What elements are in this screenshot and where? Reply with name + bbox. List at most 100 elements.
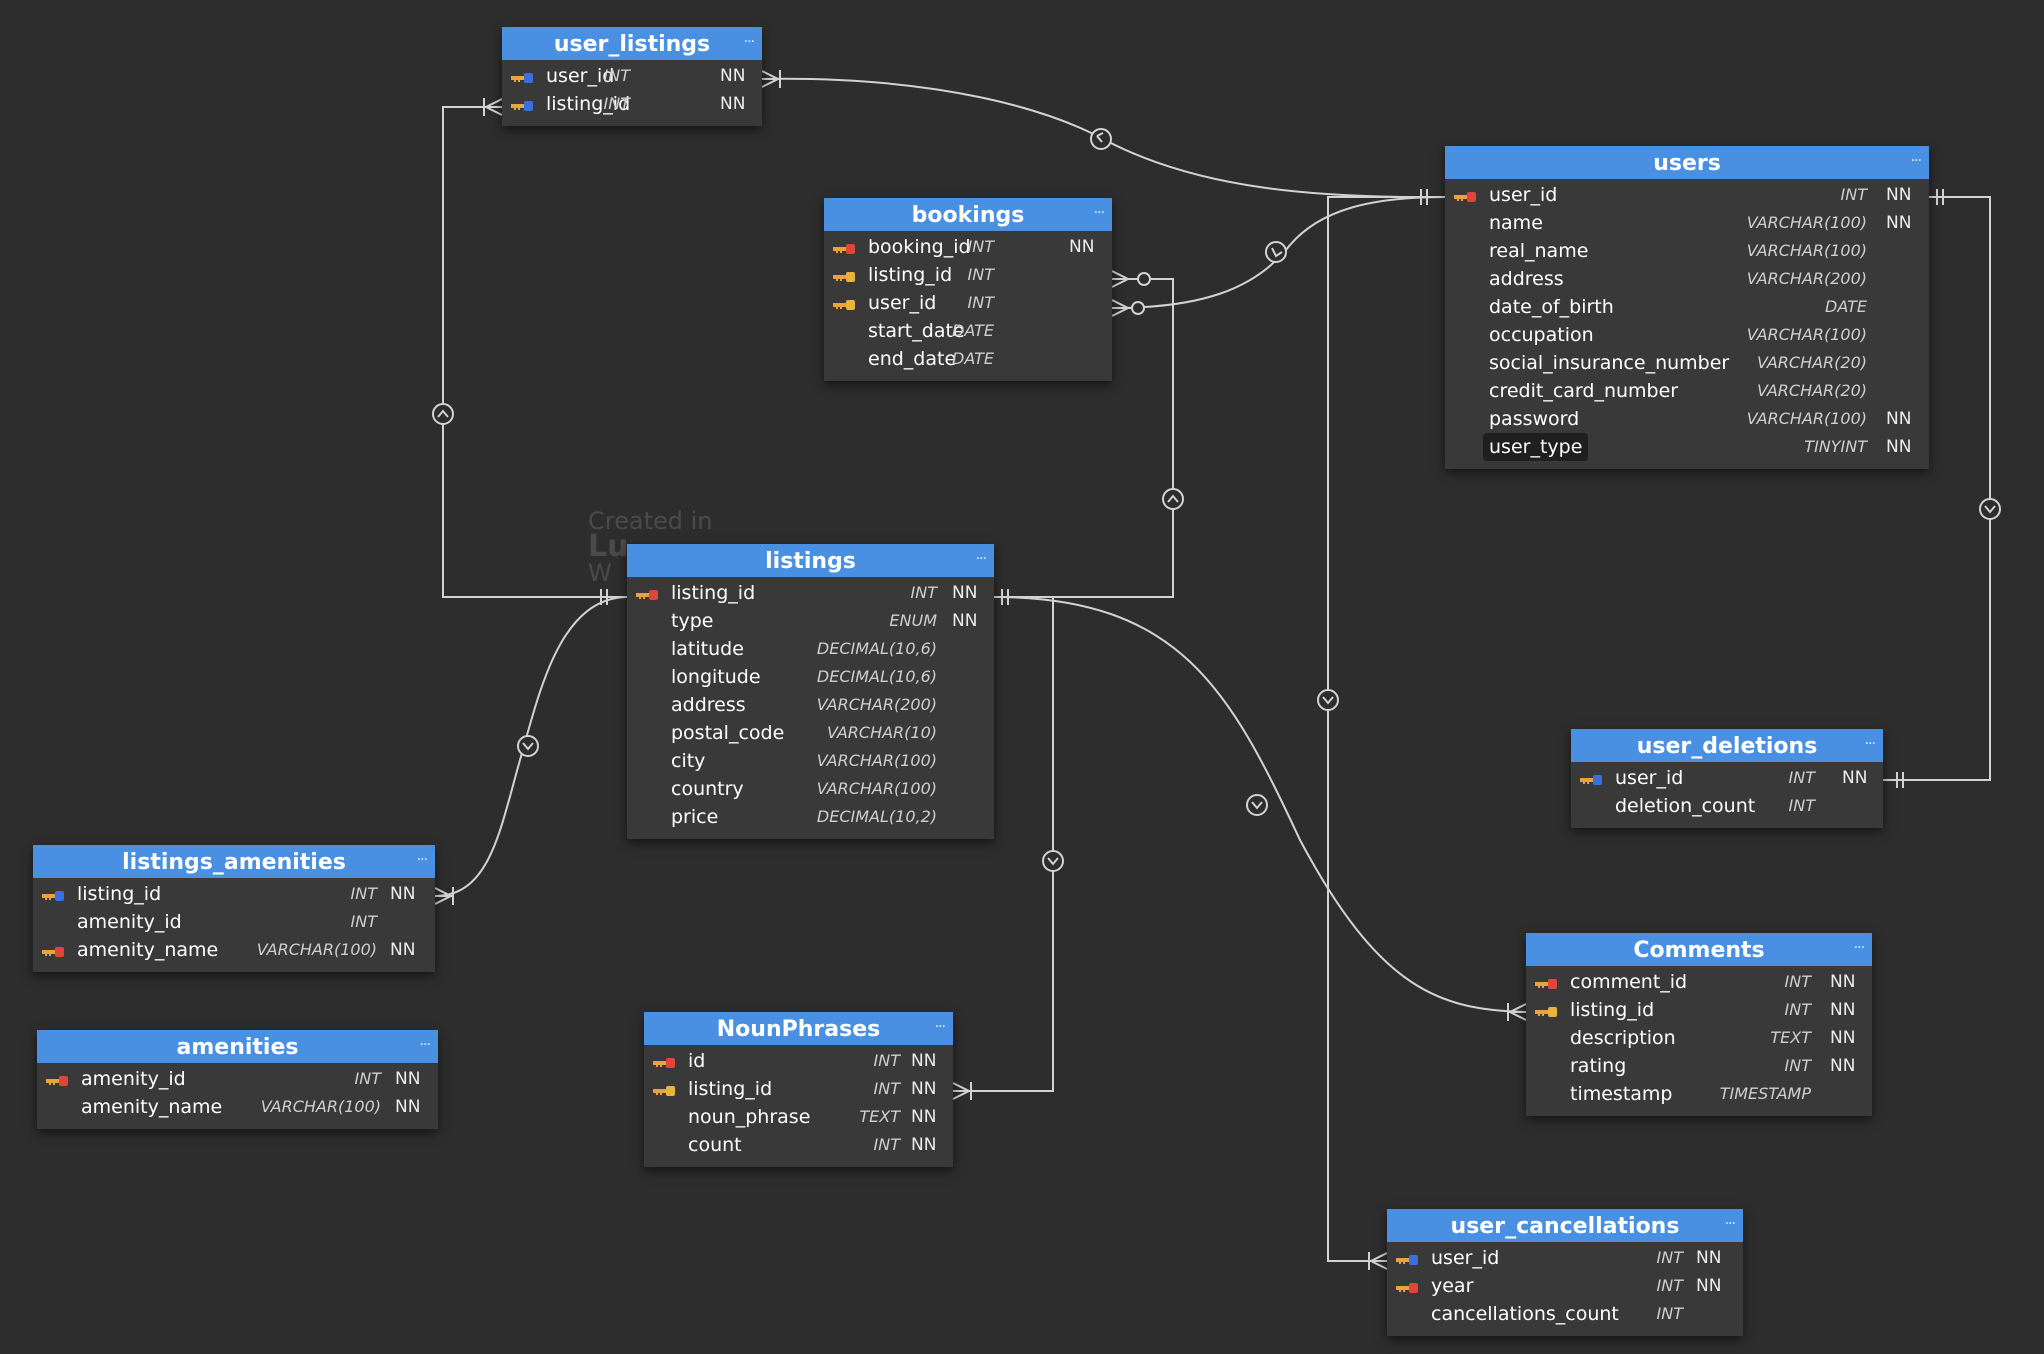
not-null-flag: NN [1696, 1276, 1722, 1296]
more-options-icon[interactable]: ··· [1853, 940, 1865, 956]
column-type: VARCHAR(20) [1756, 381, 1867, 400]
column-row[interactable]: longitude DECIMAL(10,6) [627, 663, 994, 691]
more-options-icon[interactable]: ··· [934, 1019, 946, 1035]
more-options-icon[interactable]: ··· [1864, 736, 1876, 752]
not-null-flag: NN [1830, 1000, 1856, 1020]
column-name: price [671, 806, 719, 828]
column-type: VARCHAR(100) [816, 751, 937, 770]
table-header[interactable]: Comments··· [1526, 933, 1872, 966]
column-name: date_of_birth [1489, 296, 1614, 318]
more-options-icon[interactable]: ··· [1093, 205, 1105, 221]
table-header[interactable]: users ··· [1445, 146, 1929, 179]
column-name: rating [1570, 1055, 1627, 1077]
column-name: listing_id [671, 582, 756, 604]
direction-indicator [517, 735, 539, 757]
table-header[interactable]: bookings··· [824, 198, 1112, 231]
more-options-icon[interactable]: ··· [419, 1037, 431, 1053]
column-type: DATE [952, 321, 994, 340]
more-options-icon[interactable]: ··· [743, 34, 755, 50]
more-options-icon[interactable]: ··· [1724, 1216, 1736, 1232]
column-type: DECIMAL(10,6) [816, 667, 937, 686]
table-header[interactable]: user_listings··· [502, 27, 762, 60]
column-type: VARCHAR(100) [1746, 213, 1867, 232]
table-header[interactable]: listings_amenities··· [33, 845, 435, 878]
column-name: longitude [671, 666, 761, 688]
column-type: INT [1656, 1304, 1683, 1323]
column-name: year [1431, 1275, 1474, 1297]
table-title: users [1653, 151, 1721, 176]
table-header[interactable]: amenities··· [37, 1030, 438, 1063]
relationship-line [1111, 196, 1446, 309]
more-options-icon[interactable]: ··· [975, 551, 987, 567]
column-name: user_type [1483, 433, 1589, 461]
more-options-icon[interactable]: ··· [416, 852, 428, 868]
direction-indicator [1979, 498, 2001, 520]
column-type: VARCHAR(10) [826, 723, 937, 742]
table-header[interactable]: NounPhrases··· [644, 1012, 953, 1045]
table-header[interactable]: user_cancellations··· [1387, 1209, 1743, 1242]
table-title: user_deletions [1636, 734, 1818, 759]
table-header[interactable]: listings··· [627, 544, 994, 577]
not-null-flag: NN [720, 94, 746, 114]
more-options-icon[interactable]: ··· [1910, 153, 1922, 169]
table-header[interactable]: user_deletions ··· [1571, 729, 1883, 762]
